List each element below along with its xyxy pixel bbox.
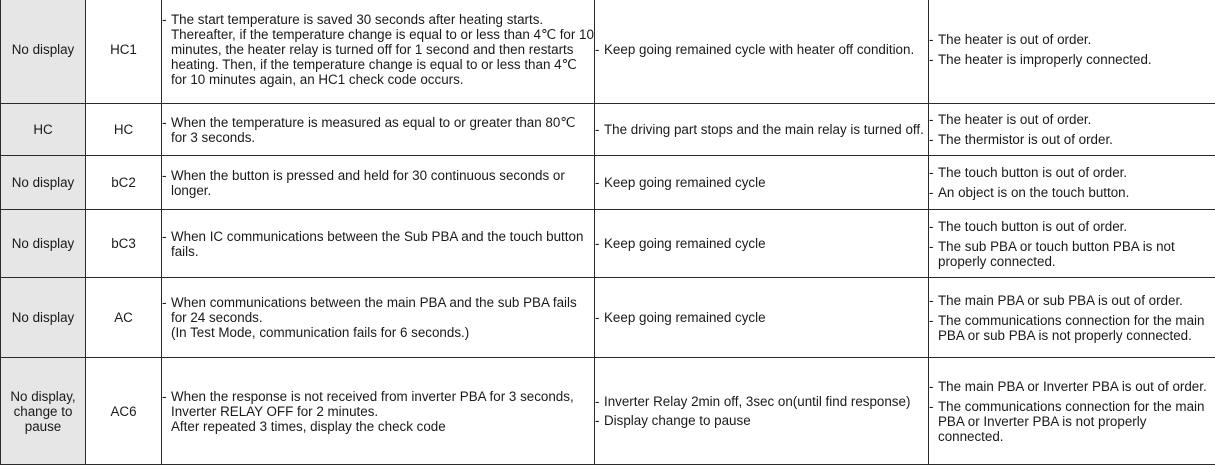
display-cell: No display bbox=[1, 0, 86, 104]
cause-item: The communications connection for the ma… bbox=[929, 399, 1215, 444]
cause-item: The heater is improperly connected. bbox=[929, 52, 1215, 67]
action-item: Inverter Relay 2min off, 3sec on(until f… bbox=[595, 394, 928, 409]
action-item: Keep going remained cycle with heater of… bbox=[595, 42, 928, 57]
action-cell: Keep going remained cycle bbox=[595, 210, 929, 278]
action-item: Keep going remained cycle bbox=[595, 236, 928, 251]
cause-item: The main PBA or Inverter PBA is out of o… bbox=[929, 379, 1215, 394]
action-cell: Keep going remained cycle bbox=[595, 156, 929, 210]
cause-cell: The touch button is out of order. An obje… bbox=[929, 156, 1215, 210]
condition-item: When the response is not received from i… bbox=[162, 389, 594, 434]
check-code-cell: AC bbox=[86, 278, 162, 358]
action-item: The driving part stops and the main rela… bbox=[595, 122, 928, 137]
cause-item: The heater is out of order. bbox=[929, 112, 1215, 127]
check-code-row: No displayACWhen communications between … bbox=[1, 278, 1215, 358]
action-item: Display change to pause bbox=[595, 413, 928, 428]
display-cell: HC bbox=[1, 104, 86, 156]
cause-item: An object is on the touch button. bbox=[929, 185, 1215, 200]
check-code-row: No displayHC1The start temperature is sa… bbox=[1, 0, 1215, 104]
cause-cell: The main PBA or sub PBA is out of order.… bbox=[929, 278, 1215, 358]
cause-item: The thermistor is out of order. bbox=[929, 132, 1215, 147]
check-code-cell: bC3 bbox=[86, 210, 162, 278]
cause-item: The touch button is out of order. bbox=[929, 219, 1215, 234]
condition-item: The start temperature is saved 30 second… bbox=[162, 12, 594, 87]
check-code-cell: AC6 bbox=[86, 358, 162, 465]
condition-cell: When the response is not received from i… bbox=[162, 358, 595, 465]
condition-item: When the button is pressed and held for … bbox=[162, 168, 594, 198]
action-item: Keep going remained cycle bbox=[595, 310, 928, 325]
check-code-row: No displaybC3When IC communications betw… bbox=[1, 210, 1215, 278]
check-code-row: No display, change to pauseAC6When the r… bbox=[1, 358, 1215, 465]
action-item: Keep going remained cycle bbox=[595, 175, 928, 190]
display-cell: No display bbox=[1, 156, 86, 210]
condition-cell: When the temperature is measured as equa… bbox=[162, 104, 595, 156]
check-code-row: HCHCWhen the temperature is measured as … bbox=[1, 104, 1215, 156]
cause-item: The sub PBA or touch button PBA is not p… bbox=[929, 239, 1215, 269]
check-code-cell: HC bbox=[86, 104, 162, 156]
action-cell: The driving part stops and the main rela… bbox=[595, 104, 929, 156]
action-cell: Inverter Relay 2min off, 3sec on(until f… bbox=[595, 358, 929, 465]
condition-cell: When IC communications between the Sub P… bbox=[162, 210, 595, 278]
cause-item: The main PBA or sub PBA is out of order. bbox=[929, 293, 1215, 308]
condition-cell: The start temperature is saved 30 second… bbox=[162, 0, 595, 104]
check-code-row: No displaybC2When the button is pressed … bbox=[1, 156, 1215, 210]
check-code-cell: HC1 bbox=[86, 0, 162, 104]
cause-item: The heater is out of order. bbox=[929, 32, 1215, 47]
check-code-cell: bC2 bbox=[86, 156, 162, 210]
condition-cell: When the button is pressed and held for … bbox=[162, 156, 595, 210]
cause-item: The communications connection for the ma… bbox=[929, 313, 1215, 343]
cause-cell: The heater is out of order. The heater is… bbox=[929, 0, 1215, 104]
condition-item: When communications between the main PBA… bbox=[162, 295, 594, 340]
cause-cell: The heater is out of order. The thermisto… bbox=[929, 104, 1215, 156]
display-cell: No display bbox=[1, 210, 86, 278]
cause-cell: The main PBA or Inverter PBA is out of o… bbox=[929, 358, 1215, 465]
cause-cell: The touch button is out of order. The sub… bbox=[929, 210, 1215, 278]
action-cell: Keep going remained cycle bbox=[595, 278, 929, 358]
display-cell: No display, change to pause bbox=[1, 358, 86, 465]
condition-item: When the temperature is measured as equa… bbox=[162, 115, 594, 145]
condition-item: When IC communications between the Sub P… bbox=[162, 229, 594, 259]
condition-cell: When communications between the main PBA… bbox=[162, 278, 595, 358]
cause-item: The touch button is out of order. bbox=[929, 165, 1215, 180]
display-cell: No display bbox=[1, 278, 86, 358]
action-cell: Keep going remained cycle with heater of… bbox=[595, 0, 929, 104]
